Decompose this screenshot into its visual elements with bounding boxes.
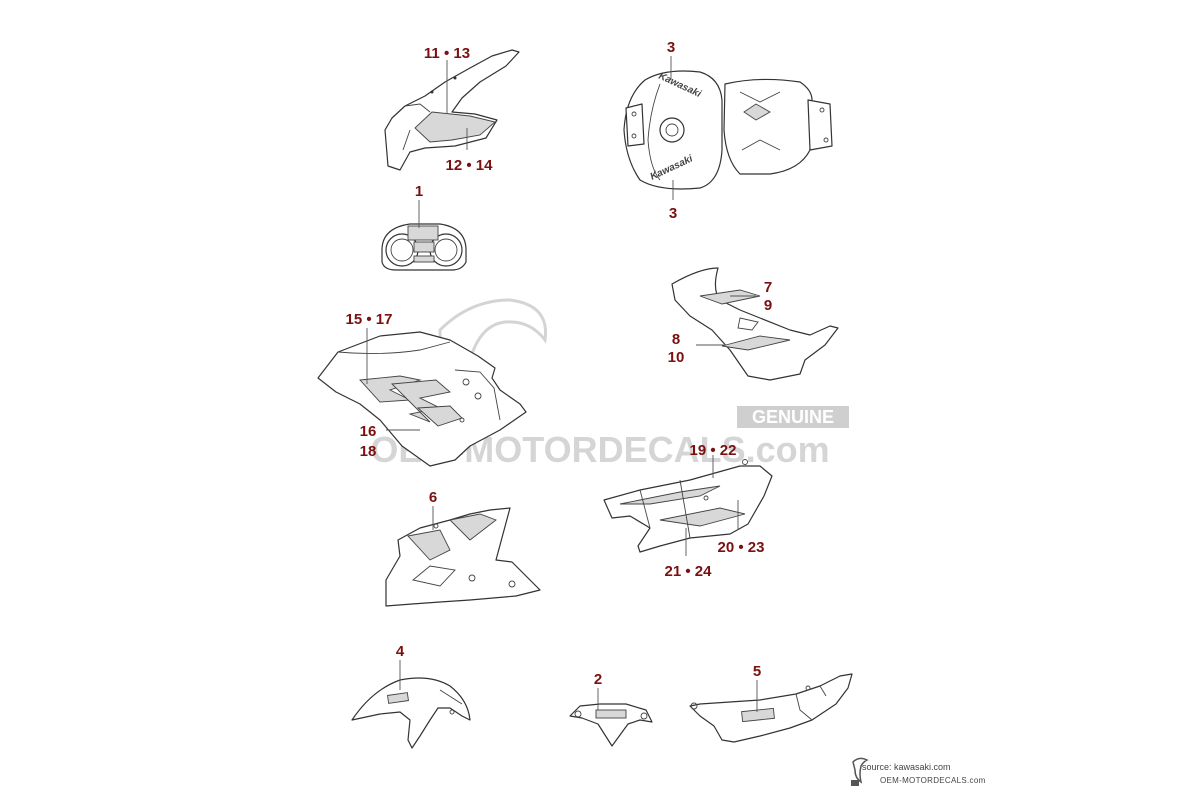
- meter-panel-part: [381, 223, 467, 271]
- side-cover-part: [671, 267, 839, 381]
- fuel-tank-part: Kawasaki Kawasaki: [623, 70, 833, 190]
- callout-5: 5: [753, 663, 761, 680]
- callout-10: 10: [668, 349, 685, 366]
- rear-undercowl-part: [689, 673, 853, 743]
- callout-9: 9: [764, 297, 772, 314]
- upper-cowl-part: [384, 49, 520, 171]
- front-cover-part: [569, 703, 653, 747]
- site-credit: OEM-MOTORDECALS.com: [880, 776, 986, 785]
- callout-6: 6: [429, 489, 437, 506]
- callout-18: 18: [360, 443, 377, 460]
- callout-20-23: 20 • 23: [718, 539, 765, 556]
- callout-1: 1: [415, 183, 423, 200]
- callout-2: 2: [594, 671, 602, 688]
- callout-19-22: 19 • 22: [690, 442, 737, 459]
- watermark-genuine-badge: [737, 406, 849, 428]
- callout-7: 7: [764, 279, 772, 296]
- front-fender-part: [351, 677, 471, 749]
- callout-21-24: 21 • 24: [665, 563, 713, 580]
- callout-3-top: 3: [667, 39, 675, 56]
- callout-15-17: 15 • 17: [346, 311, 393, 328]
- lower-cowl-part: [385, 507, 541, 607]
- callout-4: 4: [396, 643, 405, 660]
- callout-12-14: 12 • 14: [446, 157, 494, 174]
- watermark-genuine-text: GENUINE: [752, 407, 834, 427]
- callout-8: 8: [672, 331, 680, 348]
- middle-cowl-part: [317, 331, 527, 467]
- seat-cowl-part: [603, 459, 773, 553]
- oem-logo-icon: [851, 757, 869, 786]
- callout-16: 16: [360, 423, 377, 440]
- callout-3-bottom: 3: [669, 205, 677, 222]
- source-credit: source: kawasaki.com: [862, 762, 951, 772]
- callout-11-13: 11 • 13: [424, 45, 470, 62]
